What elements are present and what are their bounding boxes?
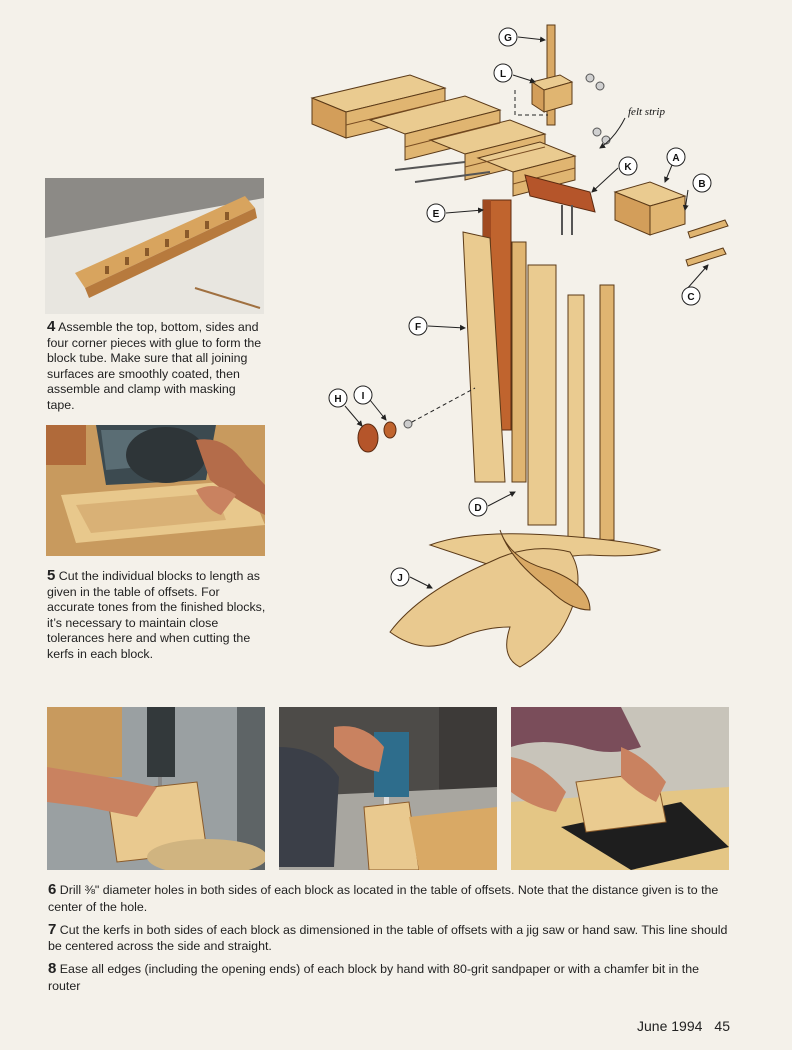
label-l: L <box>500 69 506 80</box>
label-b: B <box>698 179 705 190</box>
label-f: F <box>415 322 421 333</box>
step-7: 7 Cut the kerfs in both sides of each bl… <box>48 920 728 956</box>
label-k: K <box>624 162 632 173</box>
step-8: 8 Ease all edges (including the opening … <box>48 960 728 995</box>
caption-step-5: 5 Cut the individual blocks to length as… <box>47 568 267 663</box>
exploded-assembly-diagram: G L K A B C E F H I D J felt strip <box>300 20 740 680</box>
step-number: 6 <box>48 881 57 898</box>
photo-drilling <box>47 707 265 870</box>
label-h: H <box>334 394 341 405</box>
step-text: Cut the individual blocks to length as g… <box>47 569 266 661</box>
label-g: G <box>504 33 512 44</box>
step-text: Assemble the top, bottom, sides and four… <box>47 320 262 412</box>
label-j: J <box>397 573 403 584</box>
photo-router-chamfer <box>511 707 729 870</box>
label-c: C <box>687 292 694 303</box>
step-text: Ease all edges (including the opening en… <box>48 962 699 993</box>
label-d: D <box>474 503 481 514</box>
step-number: 4 <box>47 318 56 335</box>
tone-block-array <box>310 74 577 197</box>
step-text: Drill ⅜" diameter holes in both sides of… <box>48 883 719 914</box>
label-e: E <box>433 209 440 220</box>
steps-text: 6 Drill ⅜" diameter holes in both sides … <box>48 881 728 1001</box>
step-6: 6 Drill ⅜" diameter holes in both sides … <box>48 881 728 916</box>
step-number: 7 <box>48 920 57 938</box>
felt-strip-label: felt strip <box>628 106 665 118</box>
step-text: Cut the kerfs in both sides of each bloc… <box>48 922 728 954</box>
step-number: 8 <box>48 960 57 978</box>
issue-date: June 1994 <box>637 1018 703 1034</box>
caption-step-4: 4 Assemble the top, bottom, sides and fo… <box>47 319 262 414</box>
photo-jig-saw <box>279 707 497 870</box>
page-number: 45 <box>714 1018 730 1034</box>
page-folio: June 1994 45 <box>625 1018 730 1034</box>
label-a: A <box>672 153 679 164</box>
photo-block-tube <box>45 178 264 314</box>
label-i: I <box>362 391 365 402</box>
step-number: 5 <box>47 567 56 584</box>
photo-cutting-blocks <box>46 425 265 556</box>
